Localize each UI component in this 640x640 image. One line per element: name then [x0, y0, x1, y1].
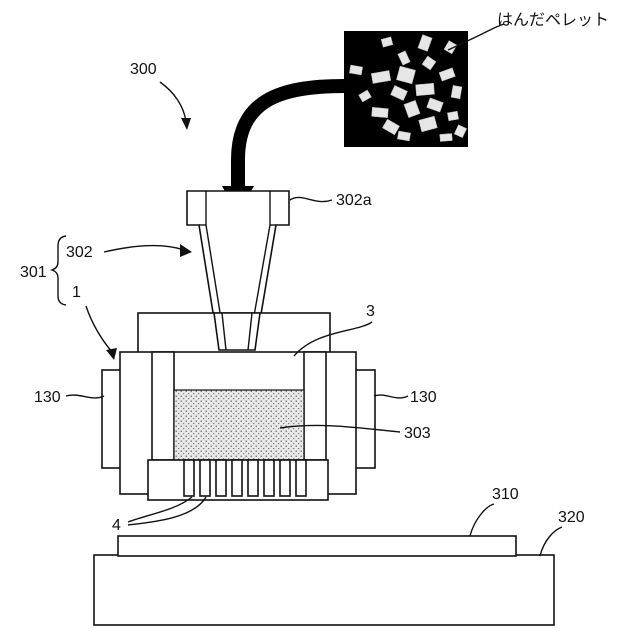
substrate-310 [118, 536, 516, 556]
label-302a: 302a [336, 192, 372, 209]
label-130-right: 130 [410, 389, 437, 406]
leader-302a [290, 197, 332, 201]
leader-130-left [66, 395, 104, 398]
stage-320 [94, 555, 554, 625]
label-303: 303 [404, 425, 431, 442]
solder-pellet-photo [344, 31, 468, 147]
arrowhead-302 [180, 244, 192, 257]
nozzle-tip [214, 313, 260, 350]
solder-pellet-label: はんだペレット [497, 10, 609, 29]
label-300: 300 [130, 61, 157, 78]
label-130-left: 130 [34, 389, 61, 406]
arrowhead-300 [181, 118, 191, 130]
label-4: 4 [112, 517, 121, 534]
bracket-301 [52, 236, 66, 305]
label-3: 3 [366, 303, 375, 320]
side-block-right [355, 370, 375, 468]
side-block-left [102, 370, 122, 468]
label-301: 301 [20, 264, 47, 281]
leader-320 [540, 527, 562, 556]
label-310: 310 [492, 486, 519, 503]
label-302: 302 [66, 244, 93, 261]
leader-300 [160, 82, 186, 122]
leader-4b [128, 497, 206, 525]
pin-array [148, 460, 328, 500]
paste-fill [174, 390, 304, 460]
label-320: 320 [558, 509, 585, 526]
arrowhead-1 [106, 348, 117, 360]
leader-310 [470, 504, 494, 536]
leader-1 [86, 306, 112, 352]
leader-302 [104, 246, 184, 252]
leader-130-right [374, 395, 408, 398]
label-1: 1 [72, 284, 81, 301]
